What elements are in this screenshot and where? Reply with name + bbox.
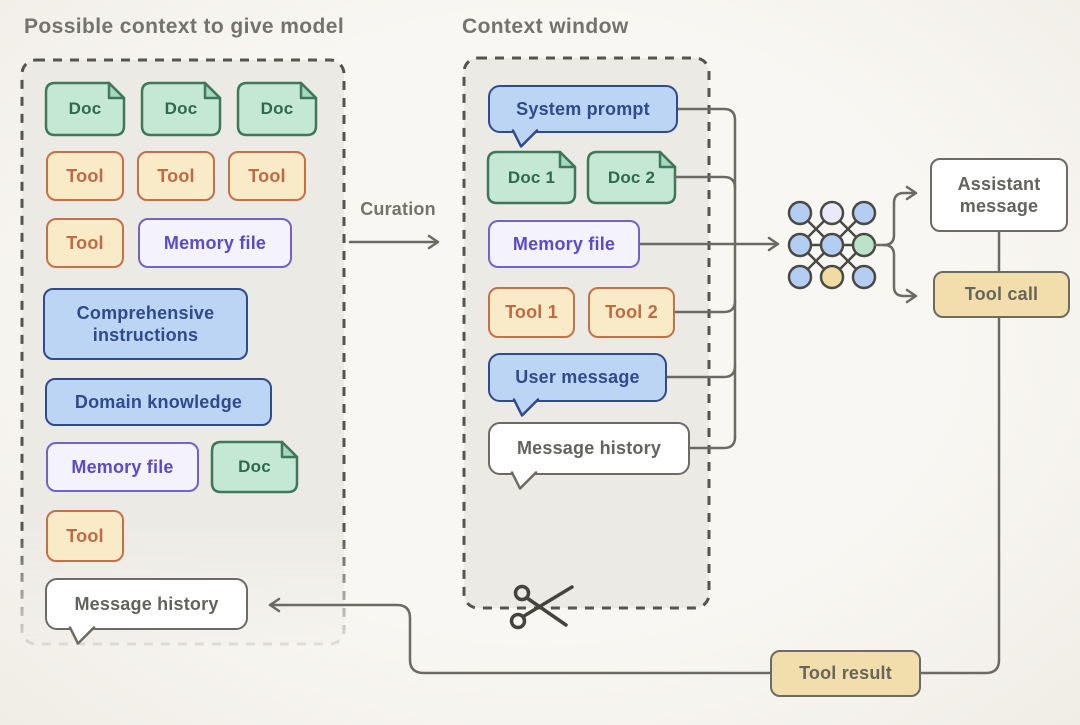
memory-file-box: Memory file — [46, 442, 199, 492]
tool-box: Tool 2 — [588, 287, 675, 338]
message-history-bubble: Message history — [45, 578, 248, 630]
tool-result-box: Tool result — [770, 650, 921, 697]
user-message-bubble: User message — [488, 353, 667, 402]
message-history-bubble: Message history — [488, 422, 690, 475]
context-window-title: Context window — [462, 15, 629, 38]
tool-loop-connectors — [268, 230, 1001, 675]
system-prompt-bubble: System prompt — [488, 85, 678, 133]
tool-box: Tool — [228, 151, 306, 201]
context-bus-connectors — [638, 107, 780, 450]
left-panel-title: Possible context to give model — [24, 15, 345, 38]
tool-box: Tool — [46, 510, 124, 562]
comprehensive-instructions-box: Comprehensive instructions — [43, 288, 248, 360]
doc-box: Doc — [68, 99, 102, 119]
tool-call-box: Tool call — [933, 271, 1070, 318]
curation-label: Curation — [360, 198, 436, 219]
tool-box: Tool — [46, 151, 124, 201]
domain-knowledge-box: Domain knowledge — [45, 378, 272, 426]
tool-box: Tool — [137, 151, 215, 201]
curation-arrow — [348, 234, 440, 250]
doc-box: Doc — [164, 99, 198, 119]
tool-box: Tool 1 — [488, 287, 575, 338]
assistant-message-box: Assistant message — [930, 158, 1068, 232]
doc-box: Doc — [238, 457, 271, 477]
doc-box: Doc — [260, 99, 294, 119]
doc-box: Doc 2 — [607, 167, 656, 187]
doc-shape — [44, 81, 677, 494]
model-output-fork — [873, 185, 918, 304]
neural-network-icon — [787, 200, 877, 290]
tool-box: Tool — [46, 218, 124, 268]
doc-box: Doc 1 — [507, 167, 556, 187]
memory-file-box: Memory file — [138, 218, 292, 268]
memory-file-box: Memory file — [488, 220, 640, 268]
